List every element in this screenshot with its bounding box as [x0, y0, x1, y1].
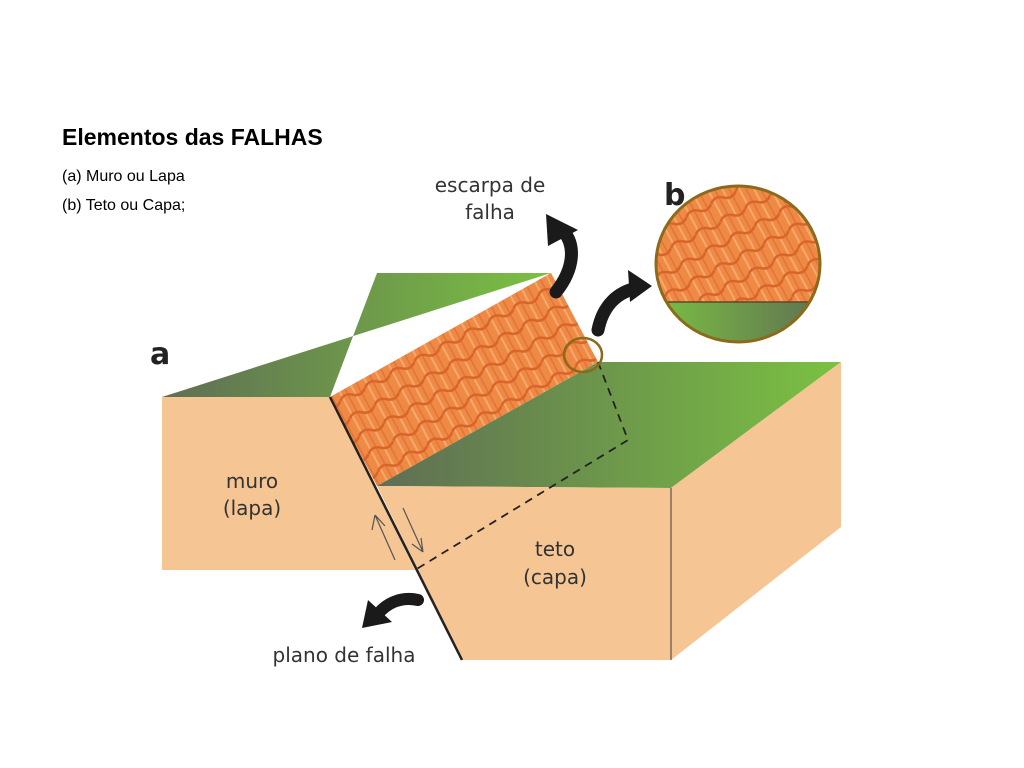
fault-plane-label: plano de falha [273, 643, 416, 667]
scarp-label-line2: falha [465, 200, 515, 224]
footwall-top [162, 273, 551, 397]
footwall-front [162, 397, 415, 570]
hangingwall-label-line2: (capa) [523, 565, 587, 589]
footwall-label-line2: (lapa) [223, 496, 281, 520]
legend-line-b: (b) Teto ou Capa; [62, 197, 186, 214]
marker-a: a [150, 337, 170, 372]
page-title: Elementos das FALHAS [62, 124, 323, 150]
footwall-label-line1: muro [226, 469, 278, 493]
marker-b: b [664, 178, 685, 213]
fault-scarp [330, 273, 598, 486]
hangingwall-side [671, 362, 841, 660]
fault-plane-edge [328, 396, 464, 661]
scarp-arrow [546, 214, 578, 299]
hangingwall-front [377, 486, 671, 660]
detail-ring [562, 336, 604, 374]
slip-arrows [371, 507, 424, 561]
hangingwall-label-line1: teto [535, 537, 575, 561]
legend-line-a: (a) Muro ou Lapa [62, 168, 185, 185]
detail-arrow [591, 270, 652, 337]
inset-detail [654, 184, 822, 344]
hangingwall-top [377, 362, 841, 488]
plane-arrow [362, 593, 424, 628]
scarp-label-line1: escarpa de [435, 173, 546, 197]
